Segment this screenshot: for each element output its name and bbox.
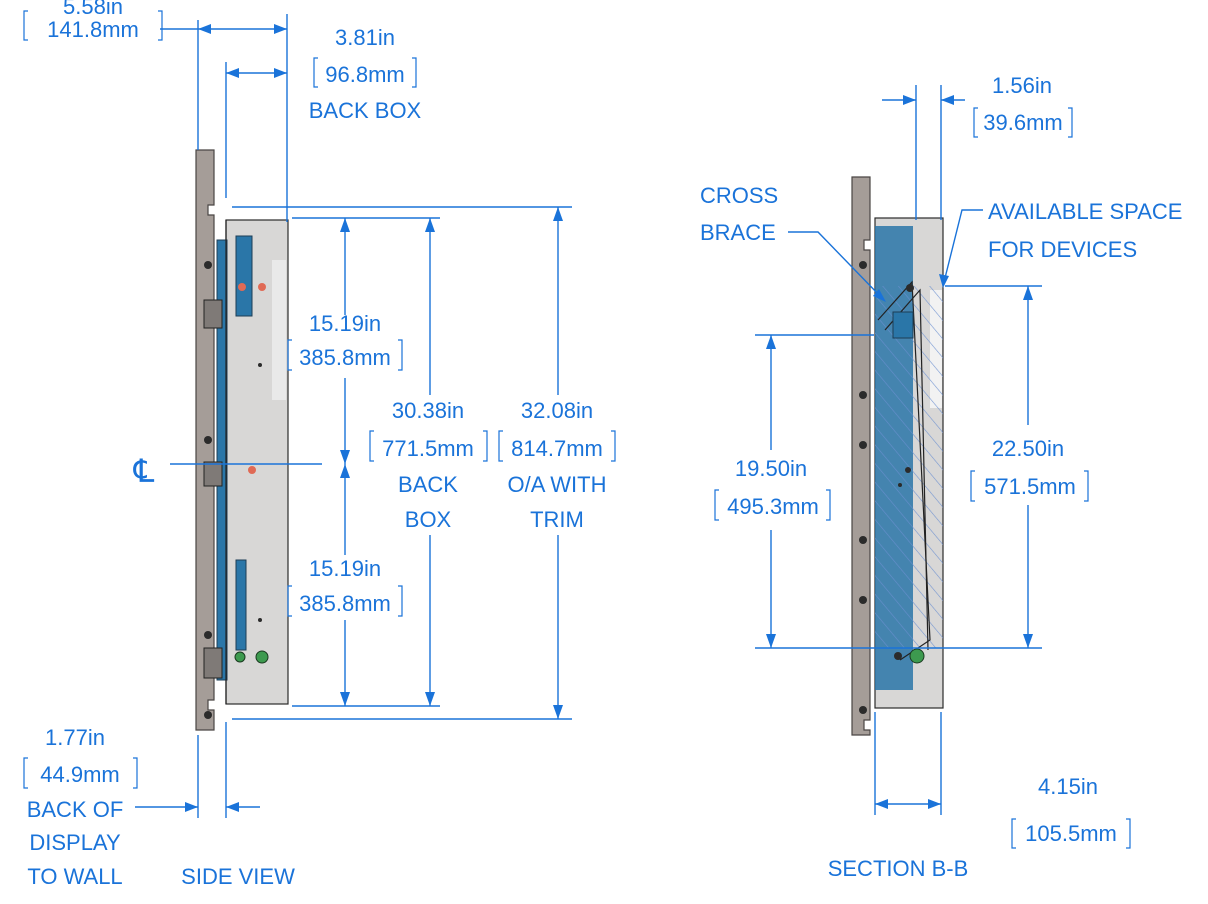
inner-height-mm: 495.3mm: [727, 494, 819, 519]
display-to-wall-label-1: BACK OF: [27, 797, 124, 822]
top-offset-mm: 39.6mm: [983, 110, 1062, 135]
display-to-wall-mm: 44.9mm: [40, 762, 119, 787]
side-view-drawing: [195, 149, 289, 731]
back-box-depth-label: BACK BOX: [309, 98, 422, 123]
available-space-hatch: [875, 286, 943, 648]
section-view-title: SECTION B-B: [828, 856, 969, 881]
display-to-wall-label-2: DISPLAY: [29, 830, 121, 855]
inner-height-in: 19.50in: [735, 456, 807, 481]
top-offset-in: 1.56in: [992, 73, 1052, 98]
side-view-title: SIDE VIEW: [181, 864, 295, 889]
side-bracket-rail: [216, 239, 228, 681]
section-view-drawing: [851, 176, 944, 736]
section-trim-plate: [851, 176, 871, 736]
section-mm-brackets: [714, 107, 1131, 849]
back-box-depth-mm: 96.8mm: [325, 62, 404, 87]
overall-depth-in: 5.58in: [63, 0, 123, 19]
back-box-height-in: 30.38in: [392, 398, 464, 423]
side-mm-brackets: [23, 10, 616, 789]
side-mounting-tabs: [203, 299, 223, 679]
cross-brace-label-2: BRACE: [700, 220, 776, 245]
back-box-height-label-2: BOX: [405, 507, 452, 532]
available-space-label-2: FOR DEVICES: [988, 237, 1137, 262]
back-box-height-mm: 771.5mm: [382, 436, 474, 461]
bottom-depth-in: 4.15in: [1038, 774, 1098, 799]
side-view-dimensions: [135, 14, 572, 818]
centerline-symbol: ℄: [133, 453, 155, 489]
section-view-dimensions: [755, 85, 1042, 815]
cross-brace-label-1: CROSS: [700, 183, 778, 208]
lower-half-mm: 385.8mm: [299, 591, 391, 616]
device-height-in: 22.50in: [992, 436, 1064, 461]
overall-height-mm: 814.7mm: [511, 436, 603, 461]
back-box-height-label-1: BACK: [398, 472, 458, 497]
side-box-highlight: [272, 260, 286, 400]
display-to-wall-label-3: TO WALL: [27, 864, 122, 889]
overall-height-label-2: TRIM: [530, 507, 584, 532]
section-fastener-dots: [859, 261, 925, 714]
upper-half-in: 15.19in: [309, 311, 381, 336]
overall-height-label-1: O/A WITH: [508, 472, 607, 497]
overall-depth-mm: 141.8mm: [47, 17, 139, 42]
side-lower-bracket: [235, 559, 247, 651]
side-upper-bracket: [235, 235, 253, 317]
back-box-depth-in: 3.81in: [335, 25, 395, 50]
overall-height-in: 32.08in: [521, 398, 593, 423]
upper-half-mm: 385.8mm: [299, 345, 391, 370]
device-height-mm: 571.5mm: [984, 474, 1076, 499]
display-to-wall-in: 1.77in: [45, 725, 105, 750]
side-fastener-dots: [204, 261, 269, 719]
cross-brace-clip: [892, 311, 914, 339]
lower-half-in: 15.19in: [309, 556, 381, 581]
bottom-depth-mm: 105.5mm: [1025, 821, 1117, 846]
available-space-label-1: AVAILABLE SPACE: [988, 199, 1182, 224]
